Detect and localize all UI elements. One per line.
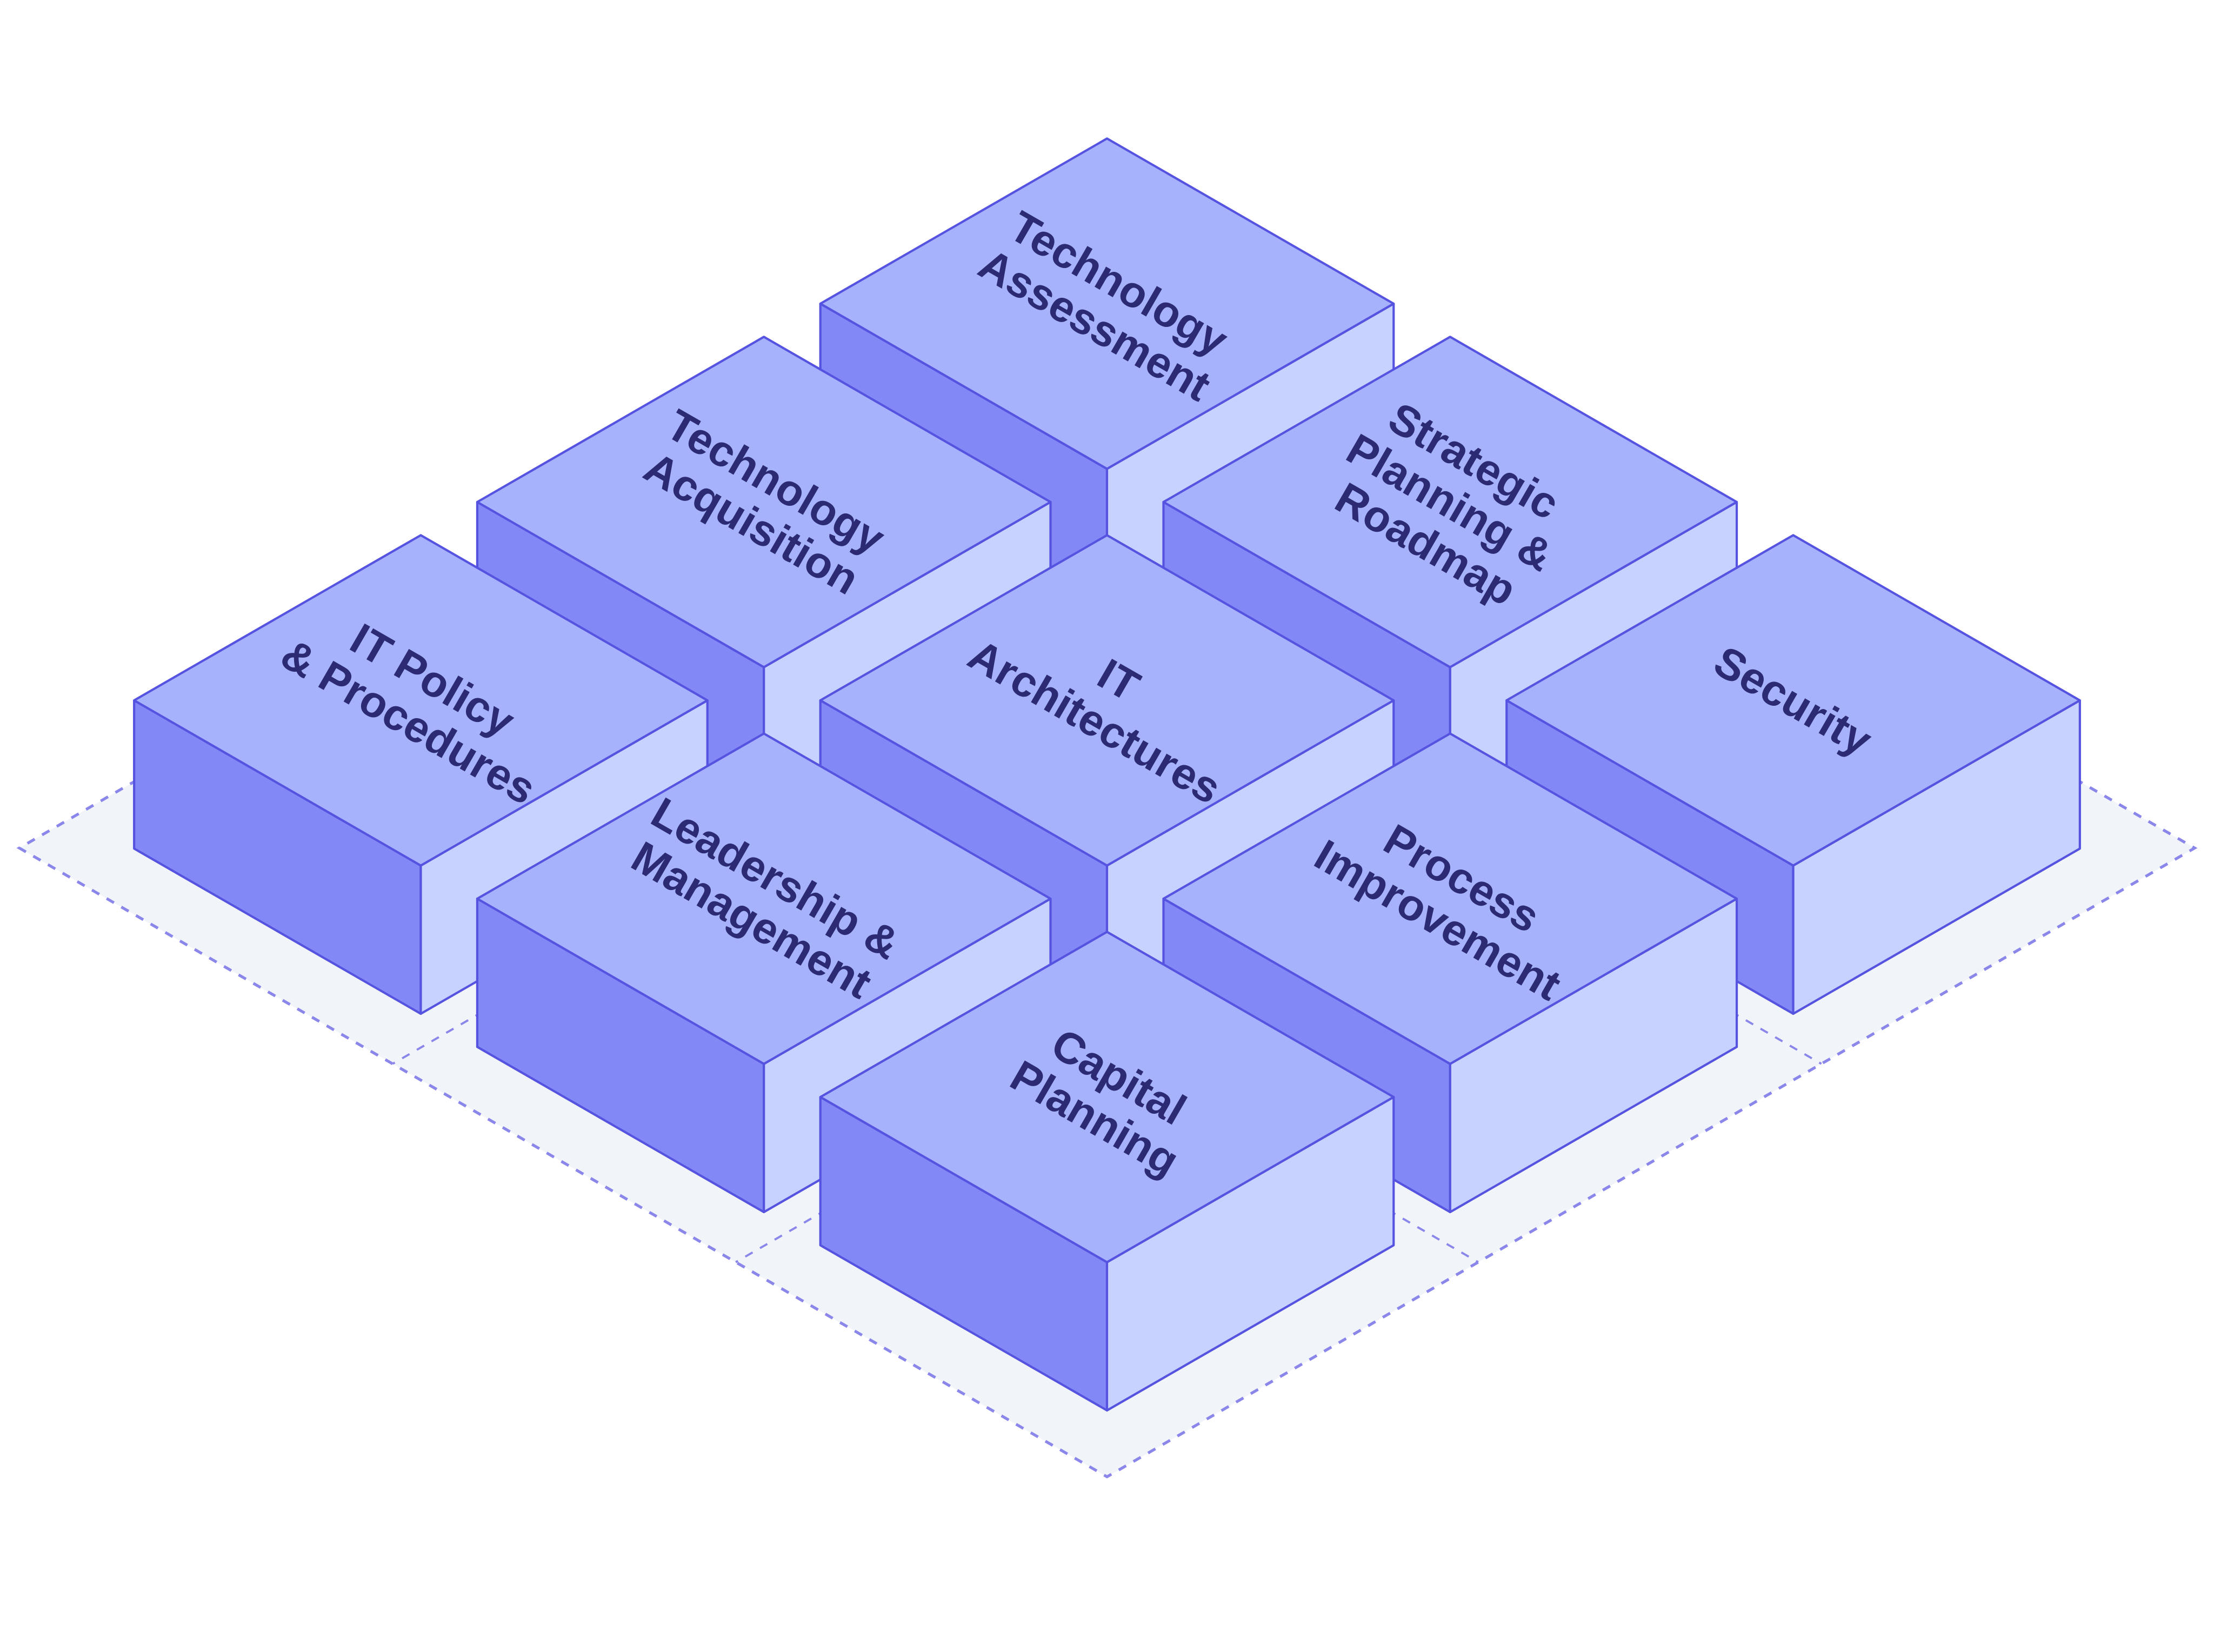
- block-top-face: [476, 732, 1052, 1065]
- block-top-face: [819, 931, 1395, 1263]
- block-top-face: [476, 336, 1052, 668]
- block-top-face: [819, 534, 1395, 867]
- block-top-face: [1505, 534, 2081, 867]
- block-top-face: [819, 137, 1395, 470]
- block-top-face: [1162, 336, 1738, 668]
- block-top-face: [133, 534, 709, 867]
- block-top-face: [1162, 732, 1738, 1065]
- block-leadership-management: Leadership &Management: [476, 732, 1052, 1214]
